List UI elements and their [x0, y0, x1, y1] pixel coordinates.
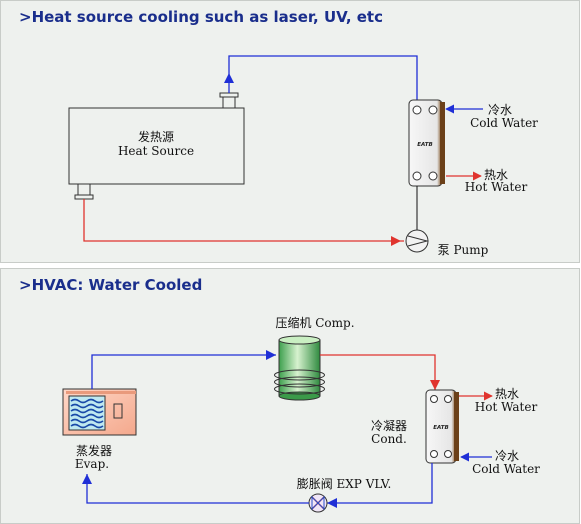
cold-water-label-cn-2: 冷水 [495, 449, 519, 463]
plate-heat-exchanger-top [408, 99, 445, 187]
section-title-hvac: >HVAC: Water Cooled [19, 276, 203, 294]
flow-arrow-left [327, 498, 337, 508]
exchanger-logo: EATB [417, 142, 432, 148]
cold-water-label-cn: 冷水 [488, 103, 512, 117]
hot-water-label-en: Hot Water [465, 180, 528, 194]
compressor-label: 压缩机 Comp. [275, 315, 354, 330]
heat-source-label-cn: 发热源 [138, 129, 174, 144]
hot-water-label-cn-2: 热水 [495, 387, 519, 401]
condenser-label-en: Cond. [371, 432, 407, 446]
exchanger-logo-bottom: EATB [433, 425, 448, 431]
valve-label: 膨胀阀 EXP VLV. [297, 477, 392, 491]
discharge-line-red [320, 354, 436, 390]
flow-arrow-up-2 [82, 474, 92, 484]
pump-label: 泵 Pump [438, 243, 489, 257]
heat-source-label-en: Heat Source [118, 144, 194, 158]
evaporator-label-en: Evap. [75, 457, 109, 471]
supply-line-red [83, 199, 404, 242]
flow-arrow-right-2 [266, 350, 276, 360]
liquid-line-blue [327, 463, 433, 504]
cold-water-label-en-2: Cold Water [472, 462, 540, 476]
cold-water-label-en: Cold Water [470, 116, 538, 130]
pump-icon [405, 229, 429, 253]
hot-water-label-cn: 热水 [484, 168, 508, 182]
expansion-line-blue [86, 474, 309, 504]
evaporator-unit [62, 388, 137, 436]
condenser-label-cn: 冷凝器 [371, 418, 407, 433]
flow-arrow-down [430, 380, 440, 390]
evaporator-label-cn: 蒸发器 [76, 443, 112, 458]
return-line-blue [228, 55, 418, 100]
flow-arrow-right [391, 236, 401, 246]
flow-arrow-up [224, 73, 234, 83]
plate-heat-exchanger-bottom [425, 389, 459, 464]
heat-source-tank [68, 92, 245, 200]
expansion-valve-icon [308, 493, 328, 513]
section-title-heat-source-cooling: >Heat source cooling such as laser, UV, … [19, 8, 383, 26]
compressor-icon [274, 335, 325, 401]
suction-line-blue [91, 354, 276, 389]
hot-water-label-en-2: Hot Water [475, 400, 538, 414]
